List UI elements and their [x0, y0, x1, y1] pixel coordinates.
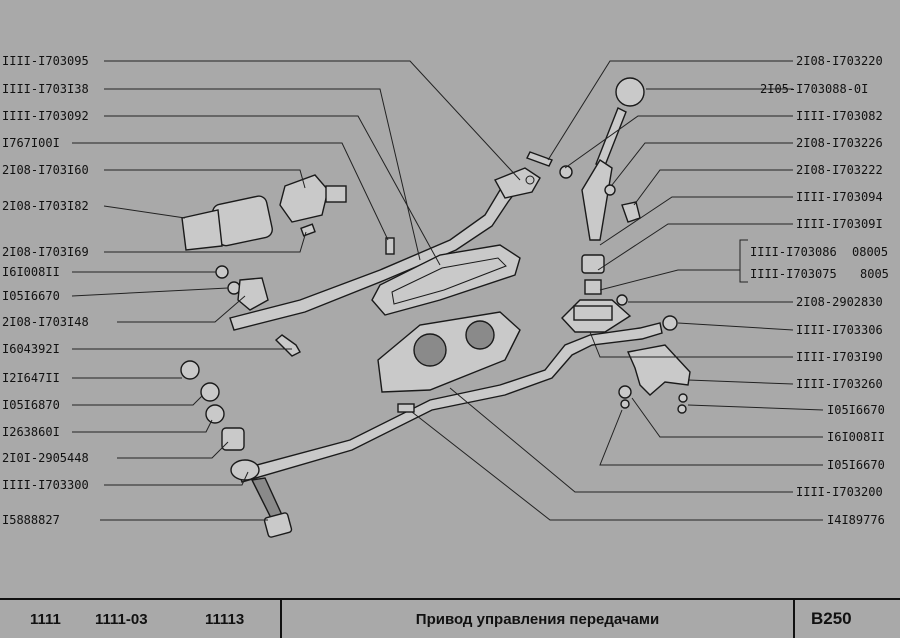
small-bolt-2 [385, 237, 395, 255]
part-label: 2I08-I703I69 [2, 245, 89, 259]
model-3: 11113 [205, 610, 245, 628]
washer-3 [205, 404, 225, 424]
lever-lower [581, 159, 613, 241]
rod-clamp [494, 167, 541, 199]
nut-5 [618, 385, 632, 399]
rod-end [230, 459, 260, 481]
part-label: I5888827 [2, 513, 60, 527]
washer-5 [678, 393, 688, 403]
part-label: I05I6670 [827, 458, 885, 472]
part-label: 2I0I-2905448 [2, 451, 89, 465]
page-title: Привод управления передачами [280, 600, 795, 638]
long-bolt [250, 477, 283, 521]
damper-spring [181, 209, 223, 251]
knob [615, 77, 645, 107]
part-label-suffix: 08005 [852, 245, 888, 259]
part-label: 2I08-I703226 [796, 136, 883, 150]
part-label: IIII-I703I38 [2, 82, 89, 96]
labels-left: IIII-I703095 IIII-I703I38 IIII-I703092 I… [2, 54, 89, 527]
part-label: IIII-I703095 [2, 54, 89, 68]
bracket [627, 344, 691, 396]
clip [397, 403, 415, 413]
part-label: I263860I [2, 425, 60, 439]
part-label: 2I08-I703I48 [2, 315, 89, 329]
joint-pin [325, 185, 347, 203]
part-label: IIII-I70309I [796, 217, 883, 231]
washer-2 [200, 382, 220, 402]
part-label: 2I08-I703222 [796, 163, 883, 177]
part-label: IIII-I703306 [796, 323, 883, 337]
part-label: IIII-I703I90 [796, 350, 883, 364]
joint-yoke [279, 174, 329, 223]
part-label: I05I6670 [2, 289, 60, 303]
part-label: IIII-I703082 [796, 109, 883, 123]
boot-plate [377, 311, 521, 393]
part-label: 2I08-2902830 [796, 295, 883, 309]
bolt-head [263, 512, 293, 538]
part-label: I604392I [2, 342, 60, 356]
washer-4 [620, 399, 630, 409]
parts-illustration [180, 77, 691, 538]
part-label-suffix: 8005 [860, 267, 889, 281]
part-label: IIII-I703086 [750, 245, 837, 259]
footer-bar: 1111 1111-03 11113 Привод управления пер… [0, 598, 900, 638]
pin-bolt [274, 334, 301, 357]
part-label: I6I008II [827, 430, 885, 444]
shift-rod [237, 322, 663, 483]
boot-hole-2 [465, 320, 495, 350]
part-label: IIII-I703094 [796, 190, 883, 204]
part-label: IIII-I703200 [796, 485, 883, 499]
parts-diagram: IIII-I703095 IIII-I703I38 IIII-I703092 I… [2, 54, 889, 538]
nut-1 [215, 265, 229, 279]
boot-hole-1 [413, 333, 447, 367]
model-2: 1111-03 [95, 610, 148, 628]
part-label: IIII-I703092 [2, 109, 89, 123]
part-label: I4I89776 [827, 513, 885, 527]
nut-4 [604, 184, 616, 196]
part-label: IIII-I703260 [796, 377, 883, 391]
lever-spring [581, 254, 605, 274]
screw [616, 294, 628, 306]
boot-frame [371, 244, 521, 316]
part-label: 2I05-I703088-0I [760, 82, 868, 96]
leader-lines [71, 60, 824, 521]
clamp-bolt [526, 151, 553, 167]
nut-3 [559, 165, 573, 179]
small-clip [621, 201, 641, 223]
page-code: В250 [811, 609, 852, 628]
part-label: I2I647II [2, 371, 60, 385]
bushing [221, 427, 245, 451]
lever-shaft [595, 107, 627, 169]
part-label: 2I08-I703220 [796, 54, 883, 68]
mount-housing [573, 305, 613, 321]
part-label: I05I6870 [2, 398, 60, 412]
part-label: IIII-I703300 [2, 478, 89, 492]
part-label: I05I6670 [827, 403, 885, 417]
model-1: 1111 [30, 610, 61, 628]
lever-clamp [237, 277, 269, 311]
lever-ball [584, 279, 602, 295]
nut-2 [180, 360, 200, 380]
part-label: 2I08-I703I60 [2, 163, 89, 177]
nut-6 [677, 404, 687, 414]
small-bolt-1 [300, 223, 316, 237]
labels-right: 2I08-I703220 2I05-I703088-0I IIII-I70308… [750, 54, 889, 527]
part-label: IIII-I703075 [750, 267, 837, 281]
part-label: 2I08-I703I82 [2, 199, 89, 213]
part-label: I6I008II [2, 265, 60, 279]
part-label: I767I00I [2, 136, 60, 150]
rod-nut [662, 315, 678, 331]
